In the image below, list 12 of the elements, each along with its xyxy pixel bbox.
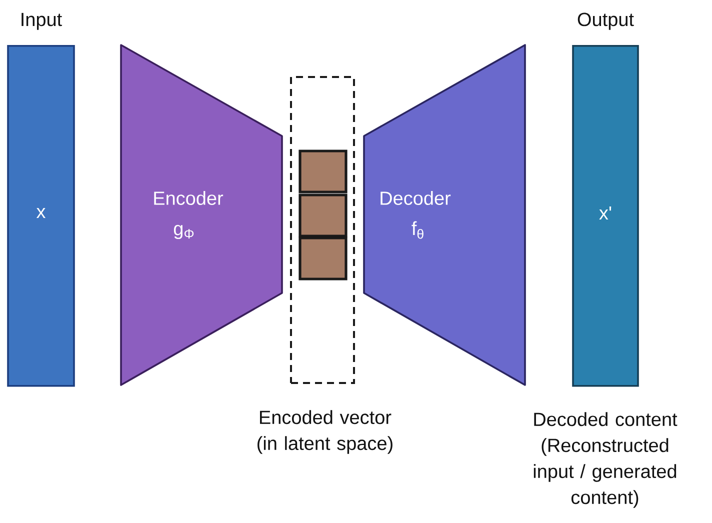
vector-cell [298, 150, 348, 194]
caption-text: Decoded content (Reconstructed input / generated content) [534, 412, 678, 508]
decoder-trapezoid: Decoder f$_{θ}$ [363, 44, 526, 386]
node-label: Output [578, 12, 634, 30]
latent-space-box [290, 76, 355, 384]
vector-cell [298, 236, 348, 280]
encoder-trapezoid: Encoder g$_{Φ}$ [120, 44, 283, 386]
input-bar: Input x [7, 12, 75, 387]
node-label: Input [22, 12, 62, 30]
caption-text: Encoded vector (in latent space) [258, 410, 392, 454]
output-bar: Output x' [572, 12, 639, 387]
vector-cell [298, 194, 348, 238]
